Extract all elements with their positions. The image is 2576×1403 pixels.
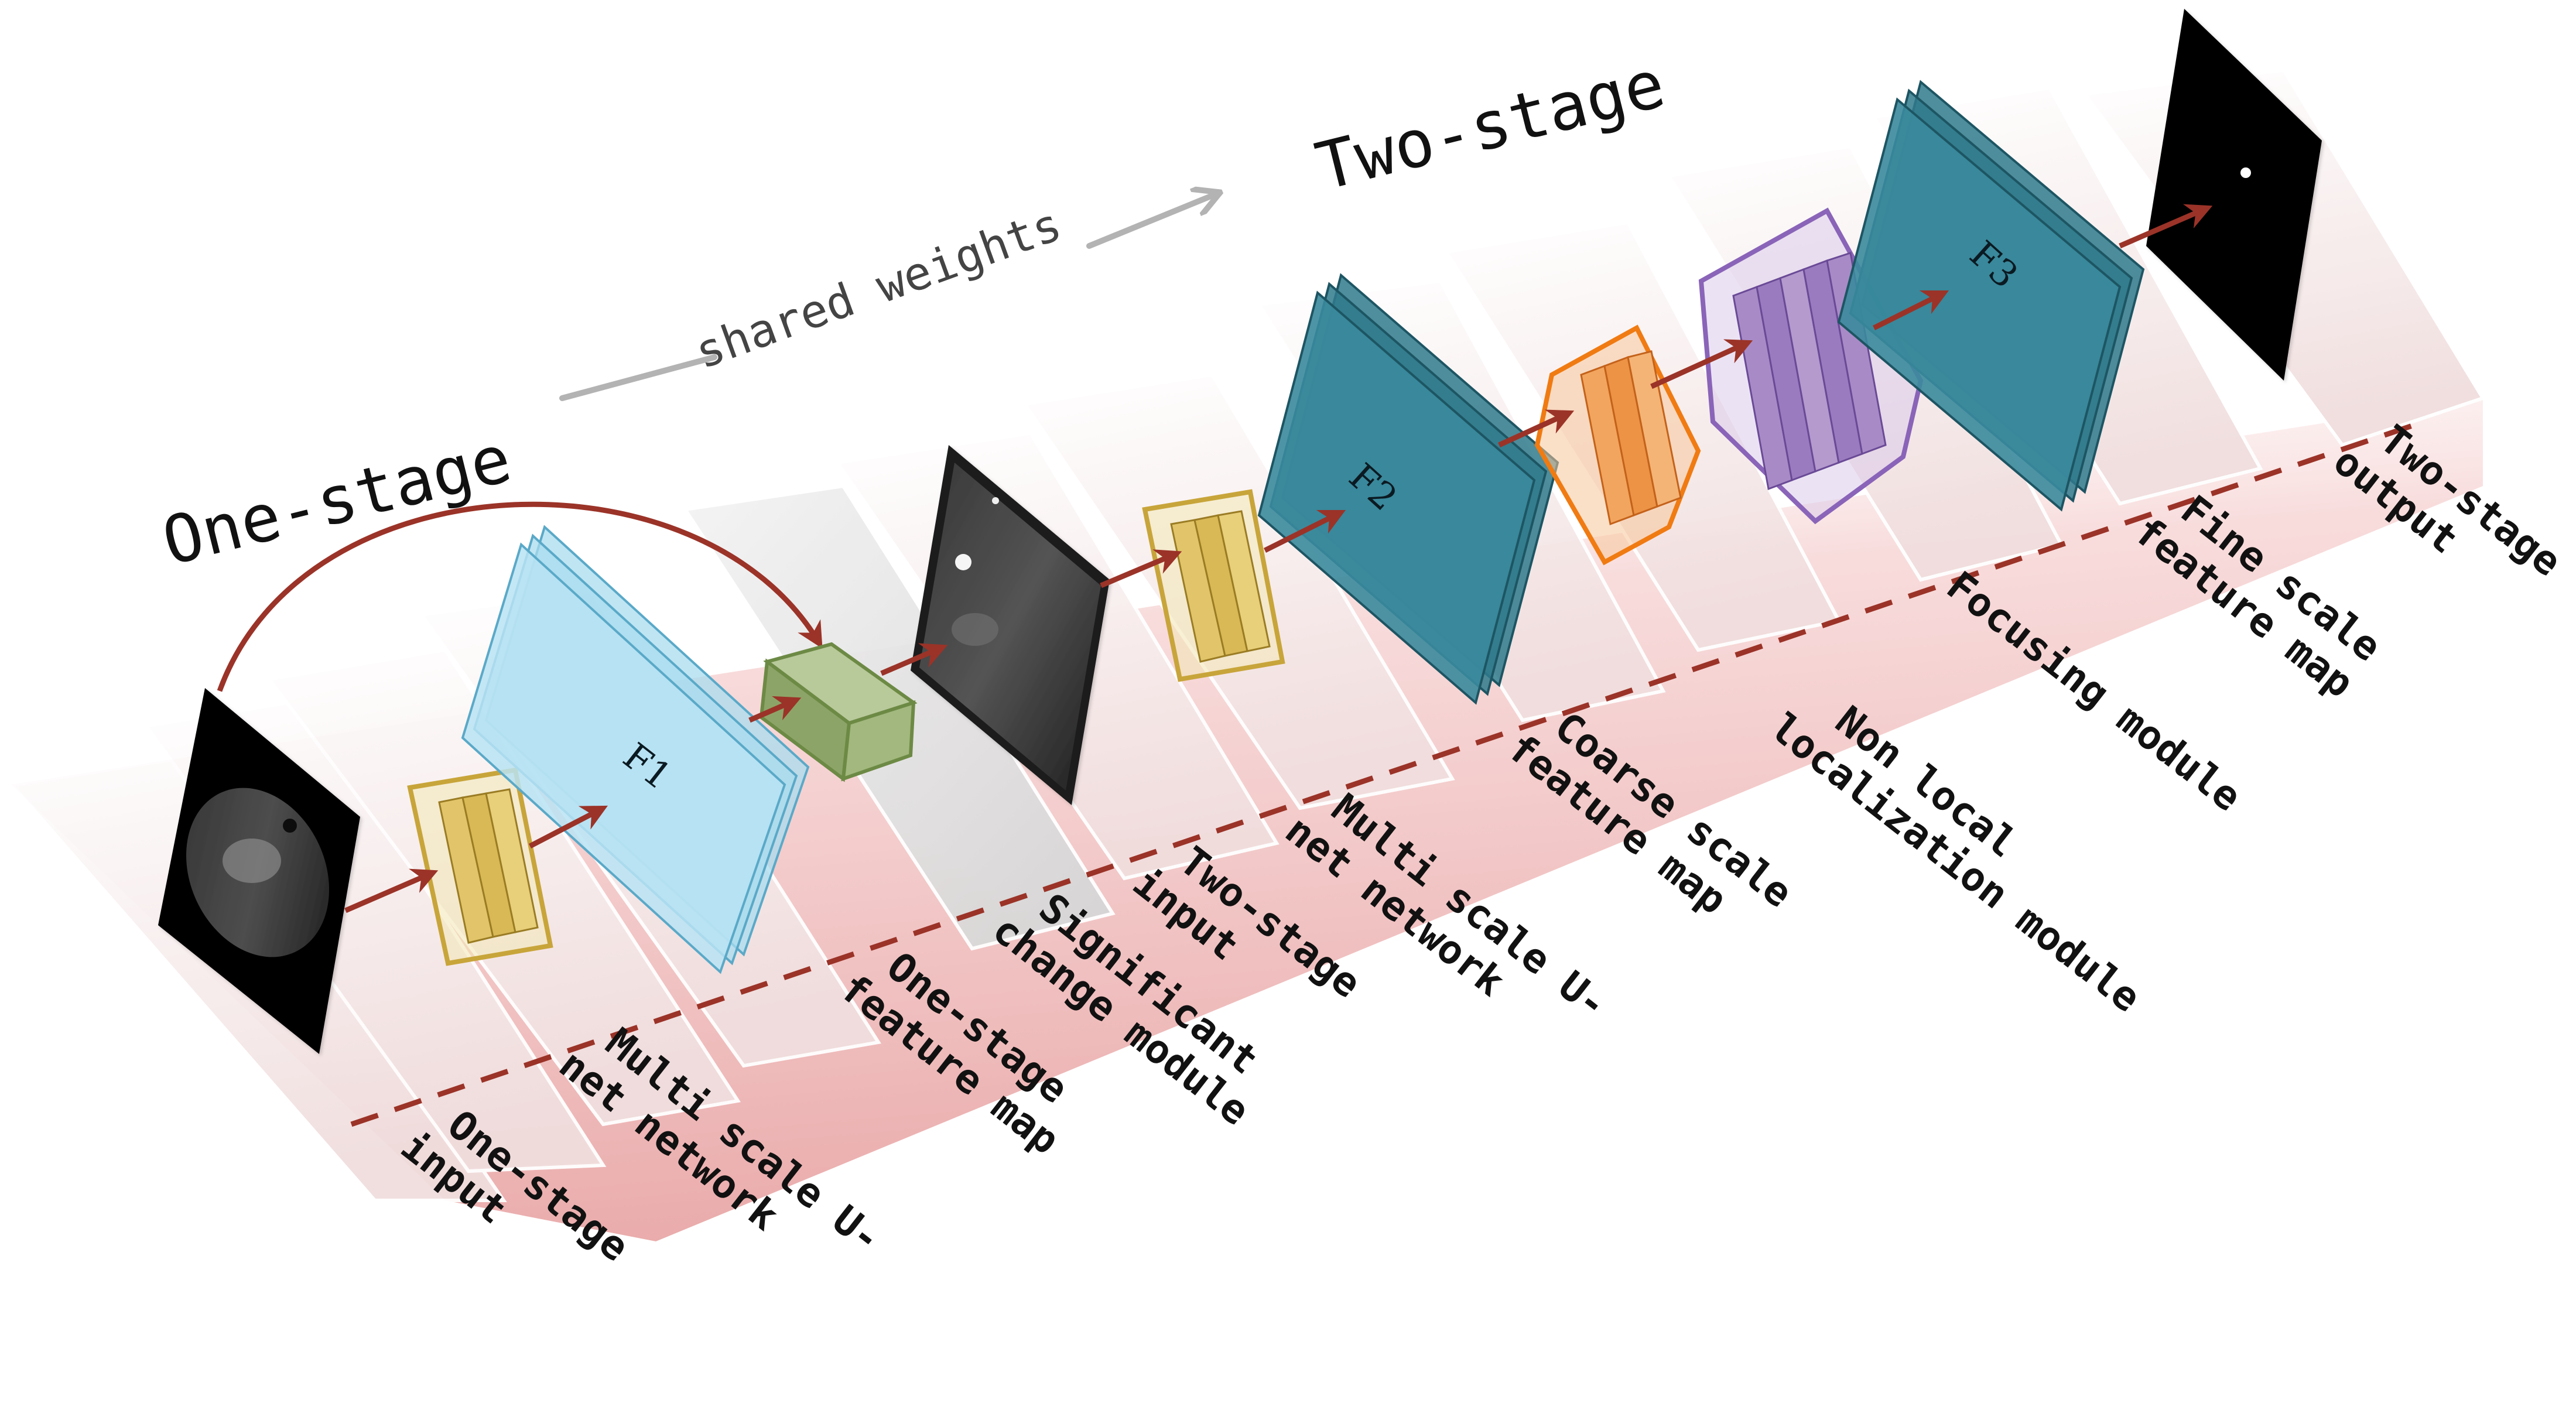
arrow-unet2-to-f2: [1263, 509, 1346, 553]
crop-bright-spot: [955, 554, 971, 570]
f2-layer-front: [1257, 290, 1536, 705]
significant-change-module-block: [759, 642, 918, 782]
two-stage-title: Two-stage: [1309, 46, 1672, 206]
arrow-unet1-to-f1: [528, 805, 608, 848]
ct-dot: [283, 819, 297, 833]
output-mask-spot: [2240, 167, 2251, 178]
two-stage-input-image: [911, 445, 1110, 805]
f1-layer-front: [461, 542, 786, 974]
crop-texture: [919, 463, 1101, 791]
unet-block-2: [1142, 489, 1285, 682]
unet2-layer-3: [1217, 510, 1271, 652]
arrow-f2-to-coarse: [1498, 409, 1575, 448]
arrow-input-to-unet1: [344, 868, 439, 913]
arrow-f3-to-output: [2119, 204, 2213, 249]
f3-layer-front: [1837, 97, 2122, 512]
scm-front: [841, 700, 916, 782]
unet-block-1: [407, 767, 553, 966]
nonlocal-layer-5: [1826, 252, 1887, 456]
arrow-scm-to-crop: [880, 643, 948, 676]
two-stage-output-image: [2146, 9, 2322, 381]
f1-feature-map: F1: [461, 525, 810, 974]
arrow-coarse-to-nonlocal: [1650, 339, 1753, 389]
crop-small-spot: [992, 497, 999, 504]
skip-connection-arrow: [217, 501, 823, 692]
shared-weights-label: shared weights: [689, 198, 1069, 379]
one-stage-input-image: [158, 688, 360, 1054]
arrow-nonlocal-to-f3: [1872, 290, 1949, 331]
shared-arrow-head: [1086, 193, 1218, 249]
shared-arrow-tail: [559, 354, 717, 401]
shared-weights-arrow: shared weights: [559, 193, 1218, 401]
coarse-scale-module-block: [1534, 324, 1701, 566]
unet1-layer-3: [485, 788, 539, 933]
output-mask-frame: [2146, 9, 2322, 381]
arrow-f1-to-scm: [748, 696, 802, 723]
arrow-crop-to-unet2: [1100, 549, 1182, 588]
ct-organ: [223, 839, 281, 883]
f2-feature-map: F2: [1257, 273, 1559, 705]
coarse-layer-3: [1627, 350, 1682, 508]
crop-organ: [952, 613, 998, 646]
f3-feature-map: F3: [1837, 80, 2145, 512]
